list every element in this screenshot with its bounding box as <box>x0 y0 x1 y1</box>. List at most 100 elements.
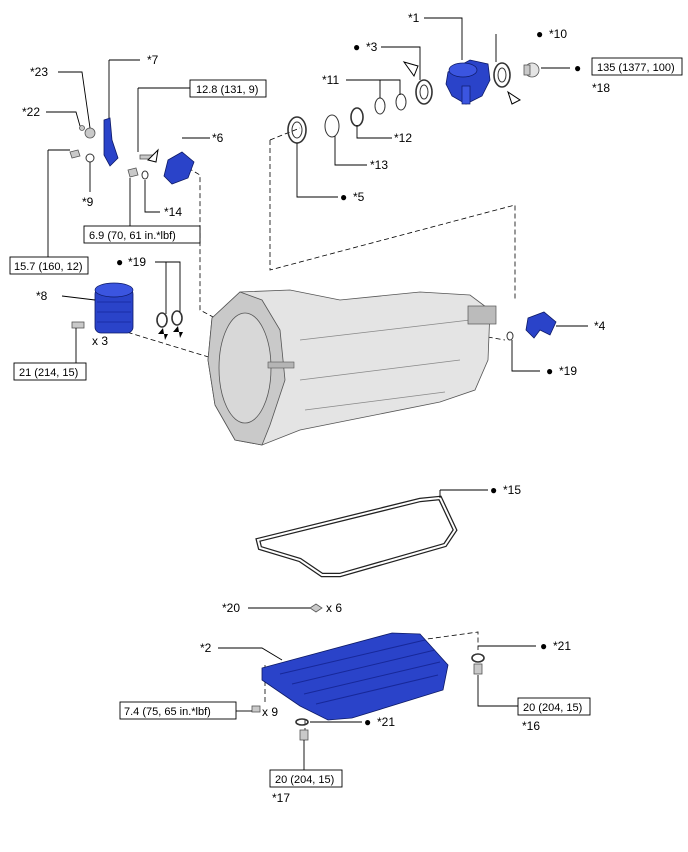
leader-15 <box>439 489 488 498</box>
oil-cooler <box>94 282 134 334</box>
extension-housing <box>445 59 491 105</box>
speed-sensor-body <box>163 151 195 185</box>
bolt-14-head <box>127 167 139 178</box>
o-ring-19a <box>156 312 168 328</box>
leader-5 <box>296 143 338 198</box>
leader-19a <box>155 261 181 314</box>
label-15: *15 <box>503 483 521 497</box>
label-1: *1 <box>408 11 420 25</box>
nut-23 <box>84 127 96 139</box>
torque-boxes: 12.8 (131, 9) 135 (1377, 100) 6.9 (70, 6… <box>9 57 683 788</box>
nut-9-side <box>69 149 81 159</box>
torque-box-135 <box>591 57 683 76</box>
label-17: *17 <box>272 791 290 805</box>
washer-9 <box>85 153 95 163</box>
torque-box-21 <box>13 362 87 381</box>
magnet-20 <box>309 603 323 613</box>
qty-x6: x 6 <box>326 601 342 615</box>
oil-cooler-fins <box>97 301 131 323</box>
oil-seal-5-inner <box>291 121 303 139</box>
output-group-link <box>269 127 301 141</box>
label-10: *10 <box>549 27 567 41</box>
arrow-o-ring-a <box>158 328 168 340</box>
qty-x9: x 9 <box>262 705 278 719</box>
speed-sensor <box>163 151 195 185</box>
qty-x3: x 3 <box>92 334 108 348</box>
torque-20b: 20 (204, 15) <box>275 774 334 786</box>
bullet-10: ● <box>536 27 543 41</box>
label-19b: *19 <box>559 364 577 378</box>
case-ribs <box>299 319 471 411</box>
torque-7-4: 7.4 (75, 65 in.*lbf) <box>124 706 211 718</box>
leader-7 <box>108 59 140 118</box>
o-ring-11b <box>395 93 407 111</box>
oil-seal-3 <box>415 79 433 105</box>
dashed-guides <box>119 127 516 735</box>
torque-12-8: 12.8 (131, 9) <box>196 84 258 96</box>
arrow-seal-3 <box>402 61 419 78</box>
bullet-5: ● <box>340 190 347 204</box>
label-6: *6 <box>212 131 224 145</box>
output-group-outline <box>269 140 516 300</box>
bullet-19a: ● <box>116 255 123 269</box>
torque-box-20b <box>269 769 343 788</box>
leader-1 <box>424 17 463 60</box>
gasket-outer <box>255 495 458 578</box>
ring-12 <box>350 107 364 127</box>
torque-box-15-7 <box>9 256 89 275</box>
torque-135: 135 (1377, 100) <box>597 62 675 74</box>
oil-seal-5 <box>287 116 307 144</box>
o-ring-11a <box>374 97 386 115</box>
leader-16 <box>477 675 518 707</box>
gasket-inner <box>256 496 457 576</box>
oil-seal-3-inner <box>419 84 429 100</box>
washer-14 <box>141 170 149 180</box>
leader-13 <box>334 136 367 166</box>
torque-box-7-4 <box>119 701 237 720</box>
label-20: *20 <box>222 601 240 615</box>
label-7: *7 <box>147 53 159 67</box>
leader-15-7 <box>47 149 70 258</box>
label-5: *5 <box>353 190 365 204</box>
bracket <box>103 117 119 167</box>
leader-14 <box>144 180 160 213</box>
o-ring-19b <box>171 310 183 326</box>
bullet-19b: ● <box>546 364 553 378</box>
extension-housing-top <box>448 62 478 78</box>
label-8: *8 <box>36 289 48 303</box>
leader-12-8 <box>137 87 190 152</box>
washer-22 <box>79 125 85 131</box>
oil-pan-ribs <box>279 639 441 705</box>
extension-housing-neck <box>461 85 471 105</box>
drain-plug-17 <box>299 729 309 741</box>
torque-box-20a <box>517 697 591 716</box>
oil-pan <box>261 632 449 721</box>
seals <box>85 62 514 726</box>
part-labels: *1 ● *3 ● *10 ● *18 *11 *12 *13 ● *5 *23… <box>22 11 610 805</box>
arrow-seal-10 <box>507 90 521 105</box>
oil-cooler-top <box>94 282 134 298</box>
nut-18-flange <box>523 64 531 76</box>
leader-22 <box>46 111 81 127</box>
output-shaft <box>467 305 497 325</box>
label-16: *16 <box>522 719 540 733</box>
torque-box-12-8 <box>189 79 267 98</box>
cooler-guide <box>119 329 226 363</box>
refill-plug-16 <box>473 663 483 675</box>
bullet-3: ● <box>353 40 360 54</box>
bell-opening <box>218 312 272 424</box>
torque-21: 21 (214, 15) <box>19 367 78 379</box>
snap-ring-13 <box>324 114 340 138</box>
label-22: *22 <box>22 105 40 119</box>
label-14: *14 <box>164 205 182 219</box>
torque-6-9: 6.9 (70, 61 in.*lbf) <box>89 230 176 242</box>
gasket-21a <box>471 653 485 663</box>
leader-lines <box>46 17 588 770</box>
leader-19b <box>511 340 540 372</box>
leader-11 <box>346 79 401 98</box>
label-9: *9 <box>82 195 94 209</box>
control-lever <box>525 311 557 339</box>
leader-12 <box>356 125 392 139</box>
label-2: *2 <box>200 641 212 655</box>
bracket-shape <box>103 117 119 167</box>
